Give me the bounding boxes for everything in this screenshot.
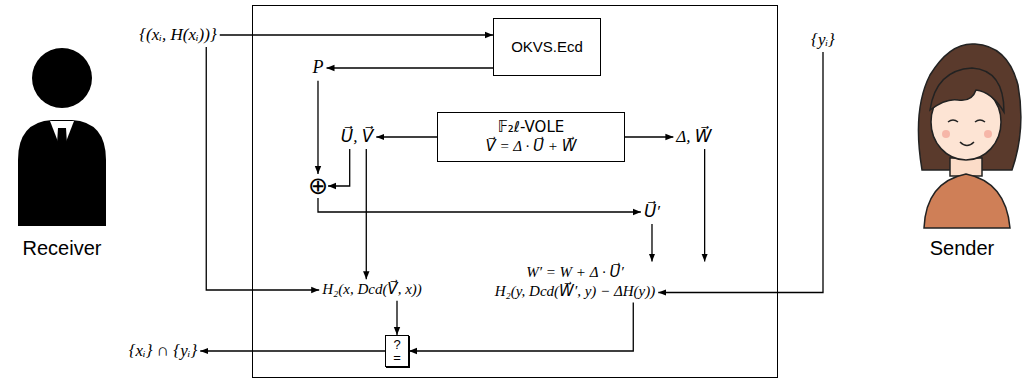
node-text: Δ, W⃗ bbox=[676, 126, 711, 148]
node-text: P bbox=[313, 56, 324, 79]
flow-arrow bbox=[704, 149, 705, 261]
variable-label: P bbox=[310, 55, 327, 80]
receiver-icon bbox=[18, 48, 106, 226]
node-text: U⃗, V⃗ bbox=[341, 126, 374, 148]
masked-vector: U⃗′ bbox=[641, 200, 663, 224]
node-text: ? bbox=[393, 338, 400, 351]
party-label: Sender bbox=[930, 237, 995, 260]
flow-arrow bbox=[409, 303, 633, 352]
node-text: {xᵢ} ∩ {yᵢ} bbox=[129, 340, 197, 362]
node-text: 𝔽₂ℓ-VOLE bbox=[498, 118, 564, 138]
output-set: {xᵢ} ∩ {yᵢ} bbox=[126, 339, 200, 363]
vole-output: Δ, W⃗ bbox=[673, 125, 714, 149]
node-text: OKVS.Ecd bbox=[511, 37, 583, 57]
flow-arrow bbox=[376, 136, 437, 137]
node-text: H₂(x, Dcd(V⃗, x)) bbox=[322, 280, 422, 300]
input-set: {yᵢ} bbox=[808, 28, 838, 52]
xor-symbol: ⊕ bbox=[308, 174, 328, 198]
flow-arrow bbox=[396, 301, 397, 335]
compare-box: ?= bbox=[385, 335, 409, 367]
flow-arrow bbox=[318, 198, 641, 212]
vole-output: U⃗, V⃗ bbox=[338, 125, 377, 149]
okvs-encode-box: OKVS.Ecd bbox=[493, 18, 601, 76]
sender-icon bbox=[918, 44, 1020, 228]
flow-arrow bbox=[317, 81, 318, 174]
node-text: W′ = W + Δ · U⃗′ bbox=[495, 263, 656, 283]
flow-arrow bbox=[220, 34, 493, 35]
vole-box: 𝔽₂ℓ-VOLEV⃗ = Δ · U⃗ + W⃗ bbox=[437, 112, 625, 162]
flow-arrow bbox=[658, 52, 823, 292]
flow-arrow bbox=[625, 136, 673, 137]
formula-block: H₂(x, Dcd(V⃗, x)) bbox=[319, 279, 425, 301]
party-label: Receiver bbox=[23, 237, 102, 260]
flow-arrow bbox=[327, 67, 494, 68]
node-text: ⊕ bbox=[308, 174, 328, 198]
flow-arrow bbox=[651, 224, 652, 261]
node-text: = bbox=[393, 351, 401, 364]
node-text: {yᵢ} bbox=[811, 29, 835, 51]
flow-arrow bbox=[328, 149, 350, 186]
input-set: {(xᵢ, H(xᵢ))} bbox=[136, 23, 220, 47]
flow-arrow bbox=[200, 350, 385, 351]
node-text: V⃗ = Δ · U⃗ + W⃗ bbox=[485, 137, 576, 157]
node-text: {(xᵢ, H(xᵢ))} bbox=[139, 24, 217, 46]
node-text: U⃗′ bbox=[644, 201, 660, 223]
formula-block: W′ = W + Δ · U⃗′H₂(y, Dcd(W⃗′, y) − ΔH(y… bbox=[492, 262, 659, 303]
flow-arrow bbox=[206, 47, 319, 290]
protocol-frame: OKVS.EcdP U⃗, V⃗ 𝔽₂ℓ-VOLEV⃗ = Δ · U⃗ + W⃗ Δ… bbox=[252, 5, 778, 378]
node-text: H₂(y, Dcd(W⃗′, y) − ΔH(y)) bbox=[495, 282, 656, 302]
flow-arrow bbox=[366, 149, 367, 279]
